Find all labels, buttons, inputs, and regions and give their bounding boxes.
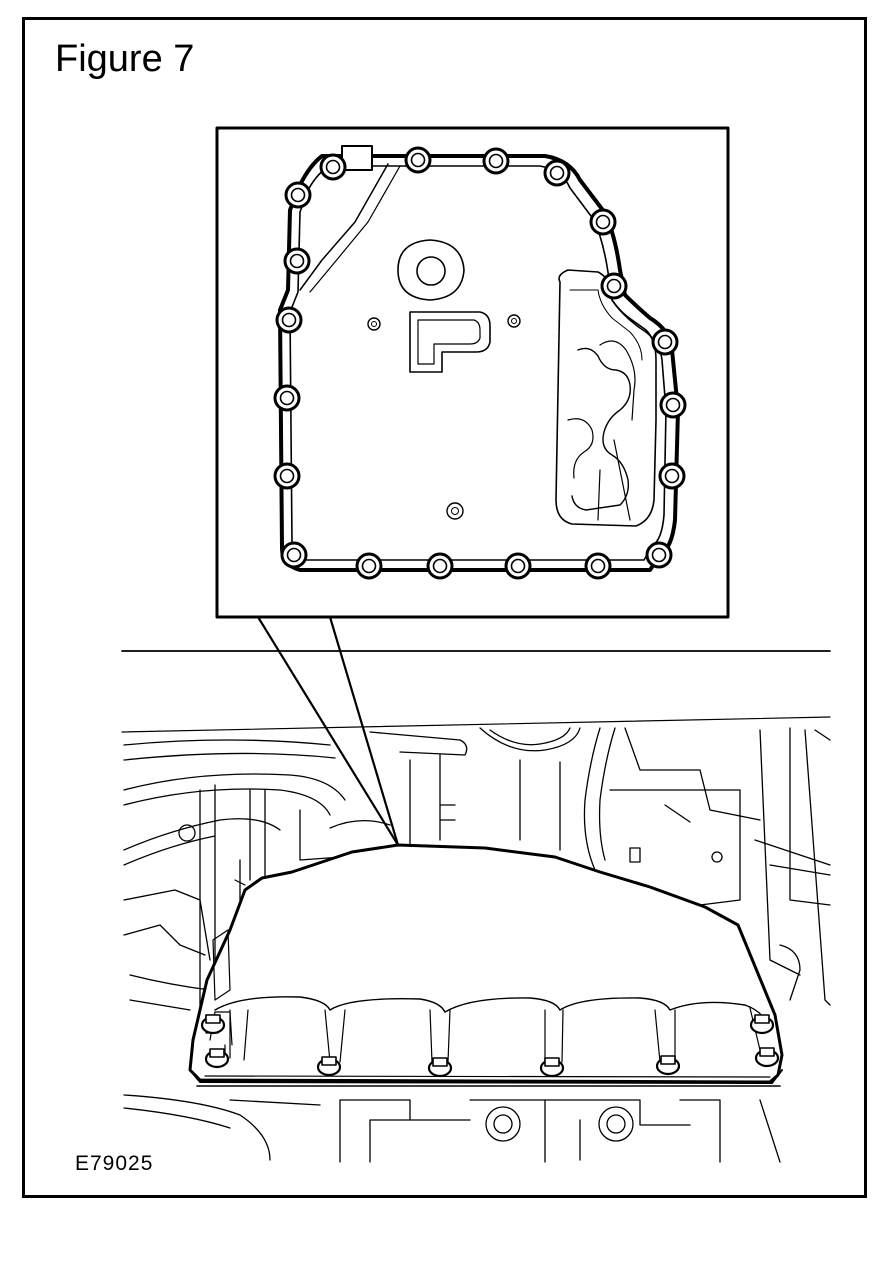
pan-bolt-8 [200,1013,226,1035]
pan-bolt-7 [749,1013,775,1035]
detail-bolt-14 [658,462,686,490]
detail-bolt-9 [275,306,303,334]
pan-bolt-1 [204,1047,230,1069]
figure-title: Figure 7 [55,38,195,80]
detail-bolt-12 [659,391,687,419]
detail-callout-inset [215,126,730,847]
pan-bolt-2 [316,1055,342,1077]
detail-bolt-11 [273,384,301,412]
detail-bolt-19 [584,552,612,580]
callout-leader-left [256,615,400,847]
detail-bolt-15 [280,541,308,569]
detail-bolt-18 [504,552,532,580]
pan-bolt-6 [754,1046,780,1068]
vehicle-underside-view [121,650,831,1163]
detail-bolt-3 [482,147,510,175]
pan-bolt-3 [427,1056,453,1078]
detail-bolt-4 [543,159,571,187]
pan-bolt-4 [539,1056,565,1078]
detail-bolt-6 [589,208,617,236]
callout-leader-right [328,615,400,847]
detail-bolt-2 [404,146,432,174]
detail-bolt-5 [284,181,312,209]
figure-code: E79025 [75,1152,154,1175]
detail-bolt-20 [645,541,673,569]
detail-bolt-17 [426,552,454,580]
detail-bolt-8 [600,272,628,300]
detail-bolt-13 [273,462,301,490]
detail-bolt-16 [355,552,383,580]
detail-bolt-1 [319,153,347,181]
detail-bolt-7 [283,247,311,275]
pan-bolt-5 [655,1054,681,1076]
detail-bolt-10 [651,328,679,356]
figure-frame [22,17,867,1198]
